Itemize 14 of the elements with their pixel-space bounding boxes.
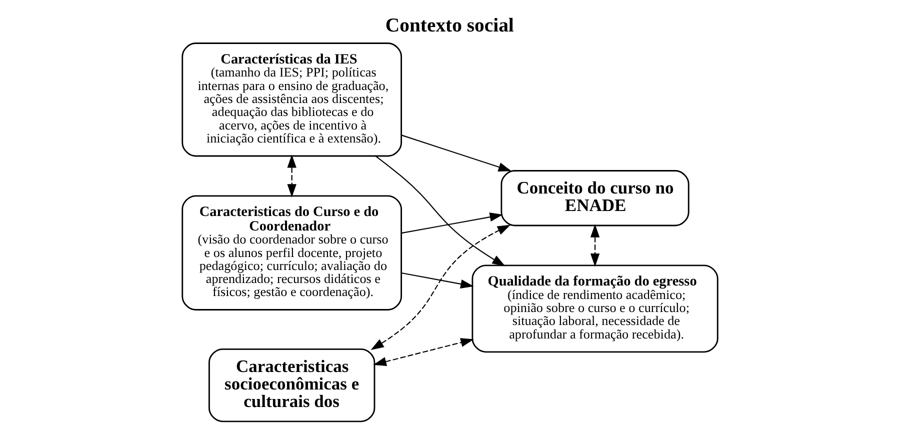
node-box: Características da IES (tamanho da IES; PPI; políticas internas para o ensino de graduação, ações de assistência aos discentes; adequação das bibliotecas e do acervo, ações de incentivo à iniciação científica e à extensão). bbox=[181, 42, 402, 157]
arrow bbox=[590, 224, 600, 267]
node-box: Caracteristicas socioeconômicas e culturais dos bbox=[208, 348, 375, 422]
arrow bbox=[372, 338, 474, 366]
node-box: Caracteristicas do Curso e do Coordenador (visão do coordenador sobre o curso e os alunos perfil docente, projeto pedagógico; currículo; avaliação do aprendizado; recursos didáticos e físicos; gestão e coordenação). bbox=[181, 195, 402, 310]
arrow bbox=[286, 154, 296, 198]
arrow bbox=[370, 224, 510, 350]
arrow bbox=[400, 134, 512, 172]
arrow bbox=[374, 156, 505, 266]
diagram-title: Contexto social bbox=[384, 14, 514, 37]
arrow bbox=[401, 272, 474, 288]
arrow bbox=[401, 212, 502, 234]
node-box: Conceito do curso no ENADE bbox=[500, 170, 689, 226]
node-box: Qualidade da formação do egresso (índice de rendimento acadêmico; opinião sobre o curso e o currículo; situação laboral, necessidade de aprofundar a formação recebida). bbox=[471, 264, 718, 353]
